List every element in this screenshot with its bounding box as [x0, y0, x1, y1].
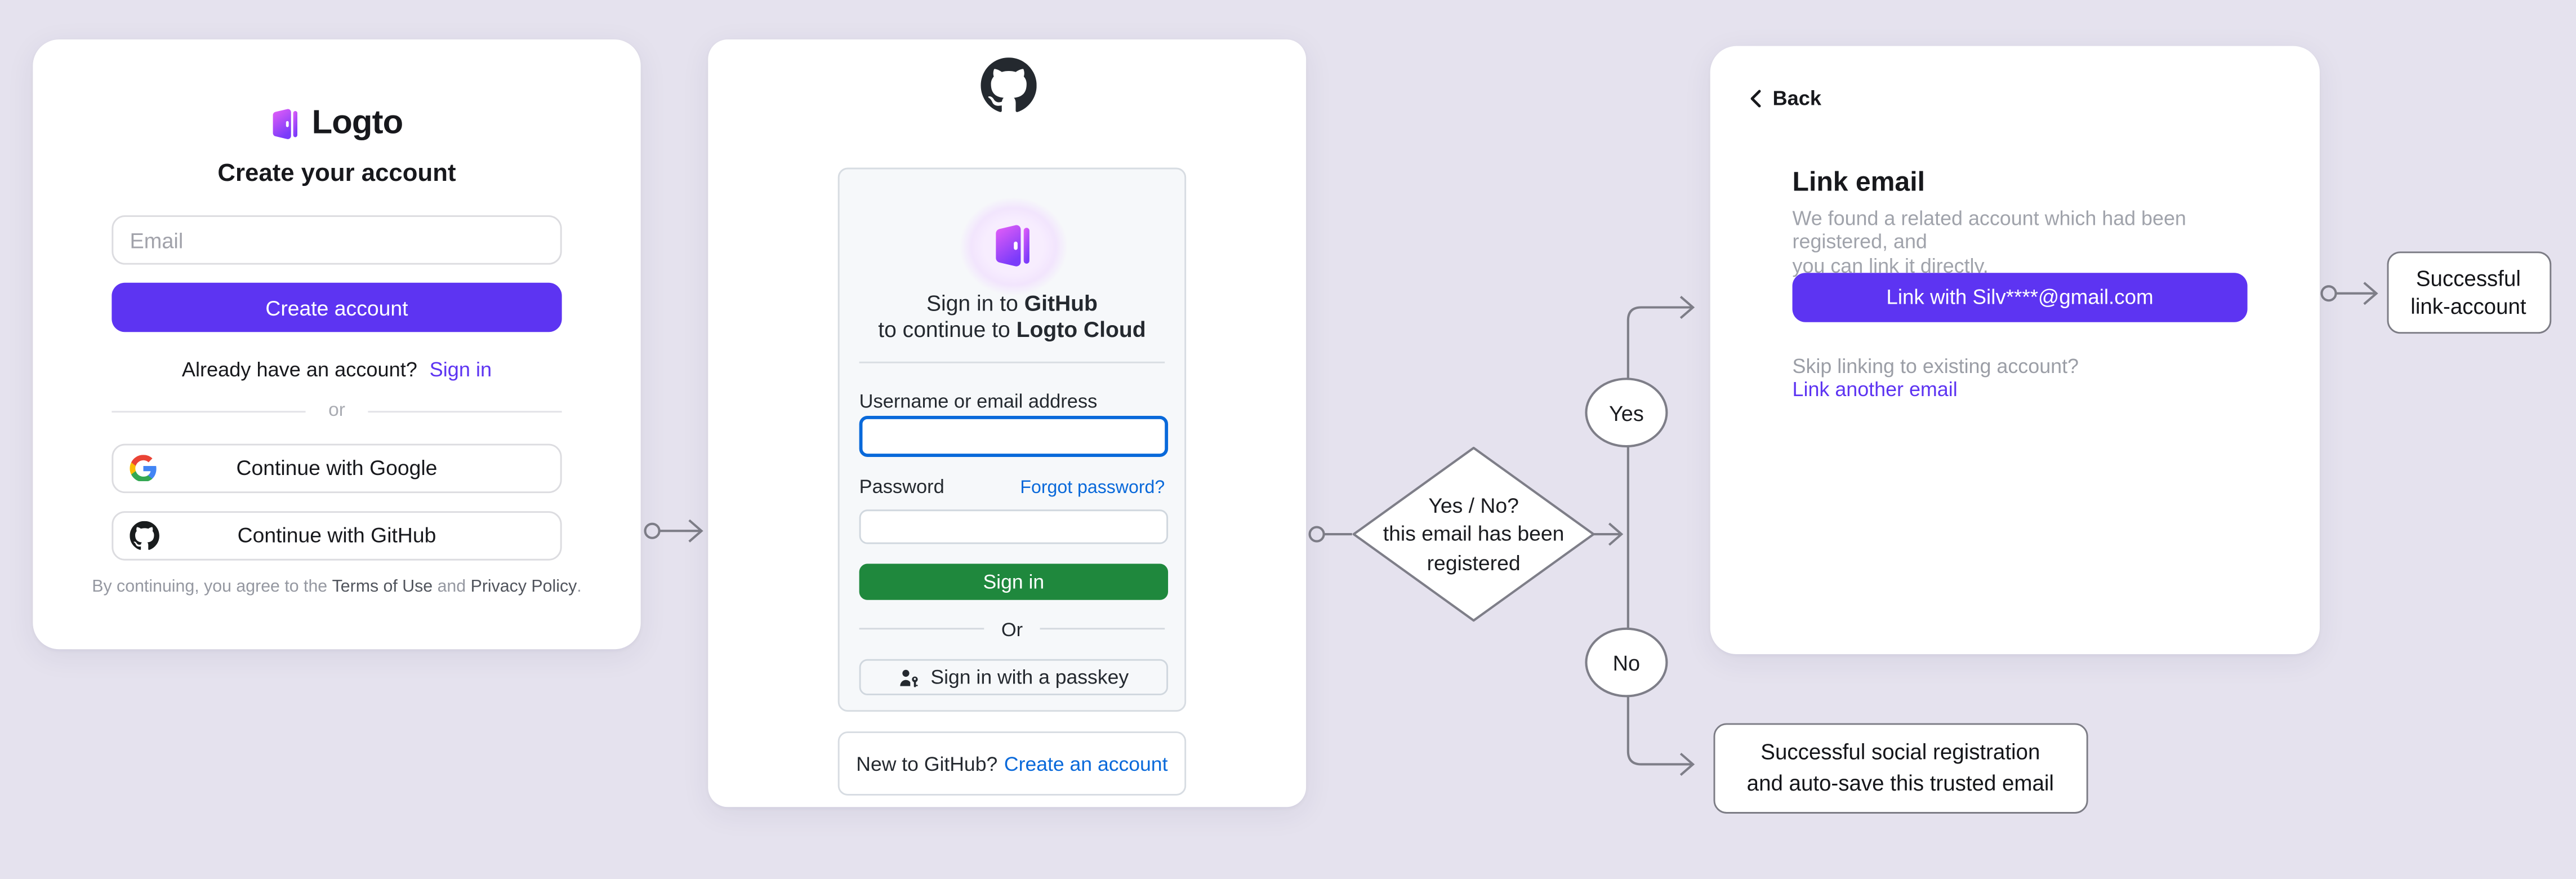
forgot-password-link[interactable]: Forgot password?: [1020, 479, 1165, 499]
signin-link[interactable]: Sign in: [429, 357, 492, 381]
decision-label: Yes / No? this email has been registered: [1383, 493, 1565, 575]
continue-github-button[interactable]: Continue with GitHub: [112, 510, 562, 561]
outcome-box-social-registration: Successful social registration and auto-…: [1713, 722, 2088, 813]
terms-text: and: [433, 578, 471, 597]
terms-footer: By continuing, you agree to the Terms of…: [33, 579, 640, 597]
logto-door-icon: [996, 224, 1029, 266]
terms-of-use-link[interactable]: Terms of Use: [332, 578, 433, 597]
github-signin-button[interactable]: Sign in: [859, 563, 1169, 600]
passkey-icon: [900, 669, 918, 687]
link-another-email-link[interactable]: Link another email: [1792, 378, 1958, 401]
terms-text: .: [577, 578, 582, 597]
username-label: Username or email address: [859, 390, 1098, 414]
skip-prompt: Skip linking to existing account?: [1792, 354, 2079, 378]
google-icon: [130, 454, 157, 482]
divider-line: [112, 410, 306, 412]
signin-prompt: Already have an account?: [181, 357, 417, 381]
github-logo-icon: [980, 57, 1036, 112]
logto-wordmark: Logto: [311, 103, 404, 141]
description-line: We found a related account which had bee…: [1792, 206, 2186, 254]
no-label: No: [1612, 650, 1641, 675]
github-or-divider: Or: [859, 618, 1165, 640]
continue-google-button[interactable]: Continue with Google: [112, 443, 562, 494]
terms-text: By continuing, you agree to the: [92, 578, 332, 597]
github-login-panel: Sign in to GitHub to continue to Logto C…: [837, 167, 1187, 712]
logto-logo: Logto: [33, 102, 640, 145]
logto-signup-card: Logto Create your account Create account…: [33, 39, 641, 650]
back-button[interactable]: Back: [1748, 87, 1821, 110]
github-icon: [130, 520, 159, 551]
yes-node-shape: [1585, 378, 1668, 448]
divider-label: or: [328, 401, 345, 421]
edge-decision-to-junction: [1593, 522, 1624, 546]
password-row: Password Forgot password?: [859, 476, 1165, 499]
divider-label: Or: [1001, 617, 1023, 641]
create-github-account-link[interactable]: Create an account: [1004, 752, 1168, 775]
logto-door-icon: [272, 108, 297, 139]
yes-label: Yes: [1608, 400, 1644, 425]
edge-logto-to-github: [644, 519, 703, 543]
divider-line: [368, 410, 562, 412]
github-signin-subtitle: to continue to Logto Cloud: [878, 317, 1146, 342]
link-email-title: Link email: [1792, 167, 1925, 198]
divider-line: [1039, 628, 1165, 630]
github-footer-box: New to GitHub? Create an account: [837, 731, 1187, 797]
email-input[interactable]: [112, 216, 562, 265]
passkey-button-label: Sign in with a passkey: [930, 666, 1129, 690]
edge-link-to-outcome: [2320, 282, 2378, 305]
outcome-box-link-account: Successful link-account: [2386, 251, 2551, 334]
signin-prompt-row: Already have an account? Sign in: [33, 357, 640, 380]
outcome-social-line1: Successful social registration: [1761, 739, 2040, 765]
back-label: Back: [1772, 87, 1821, 110]
create-account-button[interactable]: Create account: [112, 282, 562, 332]
github-signin-title: Sign in to GitHub: [926, 291, 1098, 316]
username-input[interactable]: [859, 416, 1169, 457]
panel-divider: [859, 362, 1165, 364]
github-signin-card: Sign in to GitHub to continue to Logto C…: [708, 39, 1307, 807]
passkey-button[interactable]: Sign in with a passkey: [859, 660, 1169, 696]
chevron-left-icon: [1750, 90, 1761, 108]
privacy-policy-link[interactable]: Privacy Policy: [470, 578, 577, 597]
link-email-card: Back Link email We found a related accou…: [1710, 46, 2320, 655]
outcome-social-line2: and auto-save this trusted email: [1746, 771, 2054, 796]
continue-github-label: Continue with GitHub: [237, 523, 436, 548]
divider-line: [859, 628, 985, 630]
signup-title: Create your account: [217, 158, 456, 187]
no-node-shape: [1585, 627, 1668, 698]
edge-github-to-decision: [1308, 526, 1352, 543]
continue-google-label: Continue with Google: [236, 455, 438, 481]
edge-branch: [1626, 295, 1695, 776]
link-email-description: We found a related account which had bee…: [1793, 206, 2256, 279]
link-with-email-button[interactable]: Link with Silv****@gmail.com: [1792, 272, 2248, 322]
password-input[interactable]: [859, 510, 1169, 544]
decision-diamond: [1352, 446, 1595, 622]
or-divider: or: [112, 401, 562, 421]
password-label: Password: [859, 476, 944, 499]
footer-prompt: New to GitHub?: [856, 752, 998, 775]
outcome-link-text: Successful link-account: [2410, 266, 2526, 319]
